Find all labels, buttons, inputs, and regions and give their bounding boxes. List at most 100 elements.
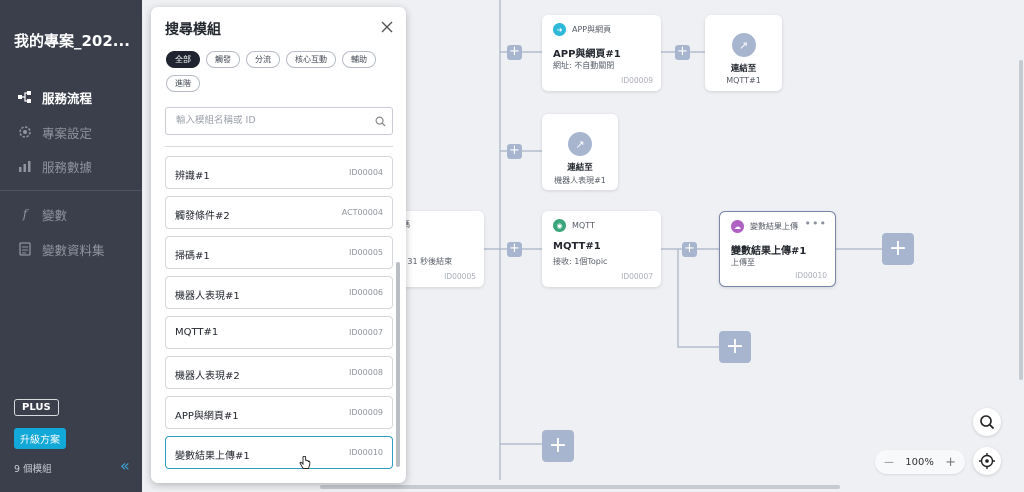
list-item-selected[interactable]: 變數結果上傳#1 ID00010 (165, 436, 393, 469)
list-item[interactable]: MQTT#1 ID00007 (165, 316, 393, 349)
panel-title: 搜尋模組 (165, 22, 221, 38)
node-type-label: 碼 (402, 220, 410, 229)
module-name: 變數結果上傳#1 (175, 451, 250, 462)
module-name: 機器人表現#1 (175, 291, 240, 302)
module-id: ID00010 (349, 448, 383, 457)
panel-divider (165, 146, 393, 147)
filter-chips: 全部 觸發 分流 核心互動 輔助 (166, 51, 376, 68)
node-subtitle: 機器人表現#1 (554, 176, 606, 185)
zoom-level: 100% (905, 456, 934, 468)
close-icon[interactable] (380, 19, 394, 33)
node-subtitle: MQTT#1 (726, 76, 761, 85)
node-title: APP與網頁#1 (553, 49, 621, 60)
node-title: 變數結果上傳#1 (731, 246, 807, 257)
module-id: ID00005 (349, 248, 383, 257)
list-item[interactable]: 機器人表現#2 ID00008 (165, 356, 393, 389)
node-id: ID00009 (621, 76, 653, 85)
magnifier-icon (980, 415, 995, 430)
filter-chip-branch[interactable]: 分流 (246, 51, 280, 68)
sidebar-item-variable-datasets[interactable]: 變數資料集 (18, 238, 105, 260)
sidebar-item-label: 服務流程 (42, 90, 93, 106)
list-item[interactable]: 辨識#1 ID00004 (165, 156, 393, 189)
add-step-button[interactable]: + (682, 242, 697, 257)
zoom-in-button[interactable]: + (945, 454, 956, 470)
list-item[interactable]: 觸發條件#2 ACT00004 (165, 196, 393, 229)
search-icon[interactable] (375, 116, 386, 127)
panel-scrollbar[interactable] (396, 262, 400, 467)
vertical-scrollbar[interactable] (1019, 60, 1023, 380)
crosshair-icon (979, 453, 995, 469)
add-node-button[interactable]: + (542, 430, 574, 462)
node-type-label: APP與網頁 (572, 25, 612, 34)
search-box (165, 107, 393, 135)
node-title: 連結至 (730, 64, 757, 74)
list-item[interactable]: 機器人表現#1 ID00006 (165, 276, 393, 309)
module-name: 觸發條件#2 (175, 211, 230, 222)
node-variable-upload[interactable]: ☁ 變數結果上傳 ••• 變數結果上傳#1 上傳至 ID00010 (719, 211, 836, 287)
node-app-web[interactable]: ➜ APP與網頁 APP與網頁#1 網址: 不自動關閉 ID00009 (542, 15, 661, 91)
chart-icon (18, 159, 32, 173)
filter-chip-advanced[interactable]: 進階 (166, 75, 200, 92)
filter-chips-row2: 進階 (166, 75, 200, 92)
node-title: 連結至 (567, 163, 593, 173)
document-icon (18, 242, 32, 256)
node-type-label: MQTT (572, 221, 595, 230)
sidebar-item-label: 變數 (42, 207, 68, 223)
module-name: 機器人表現#2 (175, 371, 240, 382)
node-mqtt[interactable]: ◉ MQTT MQTT#1 接收: 1個Topic ID00007 (542, 211, 661, 287)
hand-cursor-icon (299, 456, 311, 469)
link-icon: ↗ (568, 132, 592, 156)
sidebar-item-label: 變數資料集 (42, 242, 105, 258)
double-chevron-left-icon[interactable]: « (120, 456, 130, 475)
sidebar-divider (0, 190, 142, 191)
node-subtitle: 上傳至 (731, 258, 755, 267)
gear-icon (18, 125, 32, 139)
node-subtitle: 網址: 不自動關閉 (553, 61, 615, 70)
node-id: ID00010 (795, 271, 827, 280)
zoom-out-button[interactable]: — (884, 456, 894, 468)
list-item[interactable]: APP與網頁#1 ID00009 (165, 396, 393, 429)
cloud-upload-icon: ☁ (731, 220, 744, 233)
node-title: MQTT#1 (553, 241, 601, 252)
add-step-button[interactable]: + (675, 45, 690, 60)
flow-icon (18, 90, 32, 104)
add-step-button[interactable]: + (507, 242, 522, 257)
add-node-button[interactable]: + (719, 331, 751, 363)
module-name: MQTT#1 (175, 327, 219, 338)
add-node-button[interactable]: + (882, 233, 914, 265)
filter-chip-all[interactable]: 全部 (166, 51, 200, 68)
filter-chip-trigger[interactable]: 觸發 (206, 51, 240, 68)
module-id: ACT00004 (341, 208, 383, 217)
node-link-mqtt[interactable]: ↗ 連結至 MQTT#1 (705, 15, 782, 91)
function-icon: f (22, 207, 28, 221)
module-name: 辨識#1 (175, 171, 210, 182)
module-id: ID00009 (349, 408, 383, 417)
node-subtitle: s: 31 秒後結束 (398, 257, 453, 266)
filter-chip-core[interactable]: 核心互動 (286, 51, 336, 68)
list-item[interactable]: 掃碼#1 ID00005 (165, 236, 393, 269)
module-name: APP與網頁#1 (175, 411, 239, 422)
filter-chip-assist[interactable]: 輔助 (342, 51, 376, 68)
add-step-button[interactable]: + (507, 45, 522, 60)
project-title[interactable]: 我的專案_202... (14, 32, 130, 50)
module-id: ID00007 (349, 328, 383, 337)
sidebar-item-service-flow[interactable]: 服務流程 (18, 86, 92, 108)
horizontal-scrollbar[interactable] (320, 485, 840, 489)
module-search-panel: 搜尋模組 全部 觸發 分流 核心互動 輔助 進階 辨識#1 ID00004 觸發… (151, 7, 406, 483)
sidebar-item-service-data[interactable]: 服務數據 (18, 155, 92, 177)
exit-arrow-icon: ➜ (553, 23, 566, 36)
upgrade-button[interactable]: 升級方案 (14, 428, 66, 449)
sidebar-item-variables[interactable]: f 變數 (18, 203, 67, 225)
locate-button[interactable] (973, 447, 1001, 475)
plan-badge: PLUS (14, 399, 59, 416)
module-count: 9 個模組 (14, 464, 52, 475)
node-link-robot[interactable]: ↗ 連結至 機器人表現#1 (542, 114, 618, 190)
more-dots-icon[interactable]: ••• (804, 217, 827, 230)
add-step-button[interactable]: + (507, 144, 522, 159)
zoom-control: — 100% + (875, 450, 965, 474)
node-id: ID00005 (444, 272, 476, 281)
search-canvas-button[interactable] (973, 408, 1001, 436)
sidebar-item-project-settings[interactable]: 專案設定 (18, 121, 92, 143)
search-input[interactable] (176, 115, 366, 126)
node-type-label: 變數結果上傳 (750, 222, 798, 231)
